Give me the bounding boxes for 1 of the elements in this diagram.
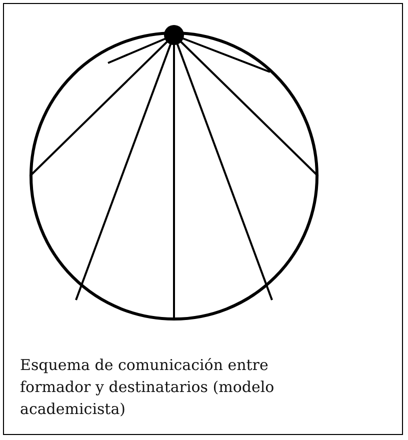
caption: Esquema de comunicación entre formador y destinatarios (modelo academicista) xyxy=(20,355,276,420)
